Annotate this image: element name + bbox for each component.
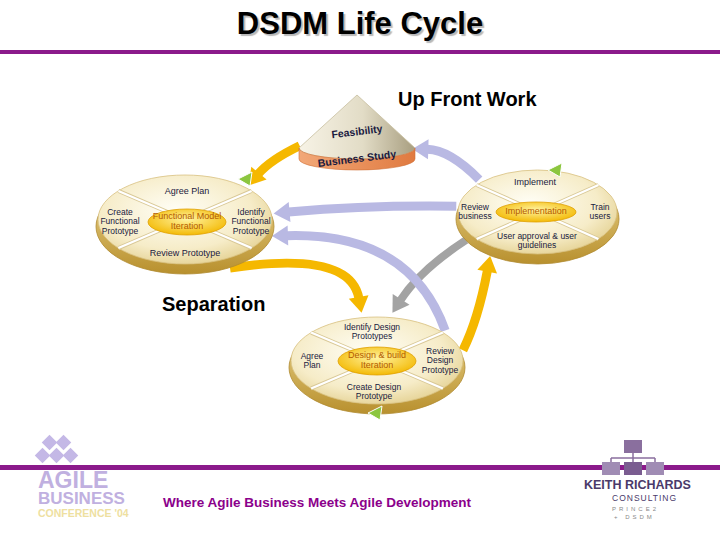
arrow-shaft — [258, 146, 299, 174]
consulting-logo-chart — [602, 440, 664, 475]
hub-shape — [338, 347, 416, 375]
logo-diamond — [63, 448, 79, 464]
note-label: PRINCE2 — [612, 506, 659, 513]
agile-logo-diamonds — [35, 435, 79, 464]
activity-label: Review Design Prototype — [417, 347, 463, 375]
note-label: Up Front Work — [398, 88, 537, 110]
arrow-head — [272, 226, 288, 246]
phase-label: Design & build Iteration — [339, 351, 415, 371]
arrow-shaft — [287, 236, 445, 331]
start-marker — [238, 172, 252, 186]
activity-label: Create Functional Prototype — [95, 208, 145, 236]
flow-arrow — [274, 202, 457, 222]
arrow-shaft — [463, 271, 487, 350]
hub-shape — [496, 202, 576, 222]
cone-body — [299, 95, 415, 159]
activity-label: User approval & user guidelines — [495, 232, 579, 251]
arrow-shaft — [427, 149, 479, 179]
activity-label: Train users — [582, 203, 618, 222]
activity-label: Create Design Prototype — [333, 383, 415, 402]
flow-arrow — [249, 146, 300, 186]
flow-arrow — [463, 256, 497, 350]
activity-label: Identify Functional Prototype — [227, 208, 275, 236]
logo-box — [624, 462, 642, 475]
arrow-head — [349, 295, 369, 313]
logo-diamond — [35, 448, 51, 464]
activity-label: Implement — [500, 178, 570, 188]
hub-shape — [148, 209, 226, 235]
flow-arrow — [272, 226, 445, 331]
phase-label: Functional Model Iteration — [149, 212, 225, 232]
arrow-shaft — [289, 206, 457, 212]
activity-label: Agree Plan — [294, 352, 330, 371]
arrow-shaft — [230, 263, 359, 298]
logo-box — [624, 440, 642, 453]
top-rule — [0, 50, 720, 54]
arrow-head — [477, 256, 497, 274]
logo-diamond — [56, 435, 72, 451]
note-label: CONSULTING — [612, 494, 677, 503]
activity-label: Identify Design Prototypes — [330, 323, 414, 342]
logo-lines — [611, 453, 655, 462]
logo-diamond — [49, 448, 65, 464]
arrow-head — [274, 202, 291, 222]
note-label: Where Agile Business Meets Agile Develop… — [163, 496, 471, 511]
logo-box — [602, 462, 620, 475]
flow-arrow — [412, 139, 479, 179]
page-title: DSDM Life Cycle — [0, 6, 720, 42]
start-marker — [548, 163, 562, 177]
note-label: + DSDM — [614, 514, 655, 521]
note-label: BUSINESS — [38, 490, 125, 509]
logo-box — [646, 462, 664, 475]
phase-hub: Functional Model Iteration — [147, 208, 227, 236]
start-marker — [368, 406, 382, 420]
logo-diamond — [42, 435, 58, 451]
phase-hub: Design & build Iteration — [337, 346, 417, 376]
iteration-wheel: Agree PlanCreate Functional Prototype Ide… — [95, 170, 275, 275]
iteration-wheel: Identify Design PrototypesAgree Plan Revi… — [288, 312, 466, 415]
arrow-head — [392, 294, 409, 313]
iteration-wheel: ImplementReview business Train usersUser … — [455, 165, 620, 265]
wheel-face — [291, 317, 463, 404]
note-label: CONFERENCE '04 — [38, 508, 129, 520]
activity-label: Agree Plan — [147, 187, 227, 197]
phase-hub: Implementation — [495, 201, 577, 223]
phase-label: Implementation — [497, 207, 575, 217]
activity-label: Review Prototype — [137, 249, 233, 259]
note-label: Separation — [162, 293, 265, 315]
activity-label: Review business — [455, 203, 495, 222]
note-label: KEITH RICHARDS — [584, 479, 691, 493]
wheel-rim — [289, 321, 465, 414]
